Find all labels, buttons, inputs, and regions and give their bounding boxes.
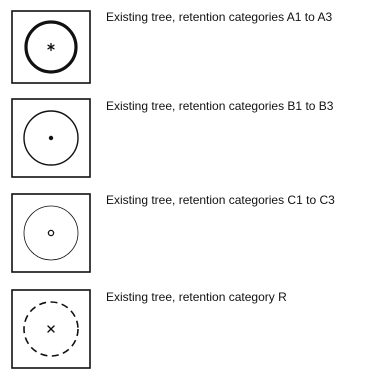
legend-label-b: Existing tree, retention categories B1 t…	[106, 99, 334, 113]
dashed-circle-with-cross-center-icon	[11, 289, 91, 369]
legend-label-a: Existing tree, retention categories A1 t…	[106, 10, 333, 24]
legend-item-r: Existing tree, retention category R	[0, 289, 370, 369]
legend-item-b: Existing tree, retention categories B1 t…	[0, 98, 370, 178]
thick-circle-with-asterisk-center-icon	[11, 10, 91, 84]
legend-item-c: Existing tree, retention categories C1 t…	[0, 193, 370, 273]
legend-label-r: Existing tree, retention category R	[106, 290, 287, 304]
legend-label-c: Existing tree, retention categories C1 t…	[106, 193, 335, 207]
medium-circle-with-dot-center-icon	[11, 98, 91, 178]
legend-item-a: Existing tree, retention categories A1 t…	[0, 10, 370, 84]
thin-circle-with-ring-center-icon	[11, 193, 91, 273]
